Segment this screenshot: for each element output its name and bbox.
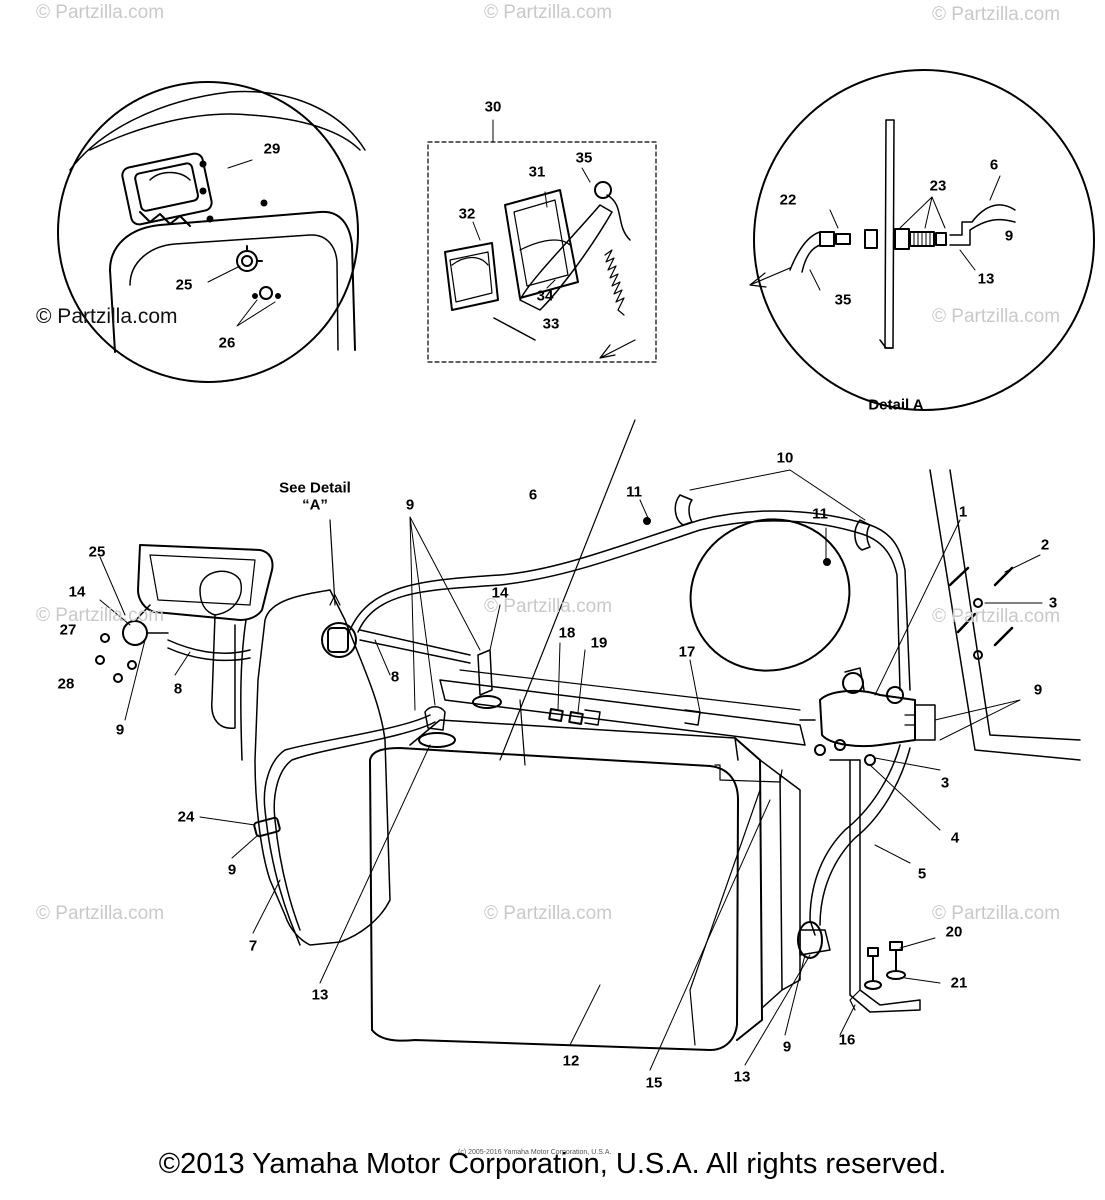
callout-25: 25: [175, 276, 193, 294]
main-assembly: [95, 419, 1081, 1071]
callout-19: 19: [590, 634, 608, 652]
callout-9: 9: [227, 861, 237, 879]
callout-14: 14: [491, 584, 509, 602]
watermark: © Partzilla.com: [484, 2, 613, 23]
callout-24: 24: [177, 808, 195, 826]
callout-9: 9: [115, 721, 125, 739]
callout-35: 35: [575, 149, 593, 167]
callout-27: 27: [59, 621, 77, 639]
watermark: © Partzilla.com: [36, 903, 165, 924]
callout-11: 11: [626, 483, 642, 501]
callout-2: 2: [1040, 536, 1050, 554]
callout-3: 3: [940, 774, 950, 792]
see-detail-label-line1: See Detail: [279, 479, 351, 497]
callout-9: 9: [782, 1038, 792, 1056]
callout-18: 18: [558, 624, 576, 642]
watermark: © Partzilla.com: [36, 2, 165, 23]
callout-29: 29: [263, 140, 281, 158]
watermark: © Partzilla.com: [932, 903, 1061, 924]
watermark: © Partzilla.com: [932, 606, 1061, 627]
callout-16: 16: [838, 1031, 856, 1049]
callout-30: 30: [484, 98, 502, 116]
callout-6: 6: [528, 486, 538, 504]
callout-11: 11: [812, 505, 828, 523]
callout-25: 25: [88, 543, 106, 561]
callout-28: 28: [57, 675, 75, 693]
callout-8: 8: [390, 668, 400, 686]
watermark: © Partzilla.com: [484, 903, 613, 924]
callout-13: 13: [733, 1068, 751, 1086]
callout-3: 3: [1048, 594, 1058, 612]
callout-23: 23: [929, 177, 947, 195]
callout-32: 32: [458, 205, 476, 223]
callout-35: 35: [834, 291, 852, 309]
callout-12: 12: [562, 1052, 580, 1070]
callout-17: 17: [678, 643, 696, 661]
callout-34: 34: [536, 287, 554, 305]
watermark: © Partzilla.com: [932, 306, 1061, 327]
callout-9: 9: [1004, 227, 1014, 245]
callout-26: 26: [218, 334, 236, 352]
fill-cap-detail-circle: [57, 81, 366, 383]
callout-1: 1: [958, 503, 968, 521]
kit-30-box: [427, 119, 657, 363]
callout-9: 9: [1033, 681, 1043, 699]
watermark: © Partzilla.com: [36, 305, 178, 328]
watermark: © Partzilla.com: [484, 596, 613, 617]
callout-22: 22: [779, 191, 797, 209]
callout-10: 10: [776, 449, 794, 467]
watermark: © Partzilla.com: [932, 4, 1061, 25]
callout-6: 6: [989, 156, 999, 174]
callout-14: 14: [68, 583, 86, 601]
callout-7: 7: [248, 937, 258, 955]
callout-4: 4: [950, 829, 960, 847]
callout-13: 13: [311, 986, 329, 1004]
fineprint: (c) 2005-2016 Yamaha Motor Corporation, …: [458, 1149, 612, 1156]
watermark: © Partzilla.com: [36, 605, 165, 626]
callout-33: 33: [542, 315, 560, 333]
detail-a-label: Detail A: [868, 396, 924, 414]
callout-21: 21: [950, 974, 968, 992]
see-detail-label-line2: “A”: [302, 496, 328, 514]
detail-a-circle: [749, 69, 1095, 411]
callout-5: 5: [917, 865, 927, 883]
callout-8: 8: [173, 680, 183, 698]
callout-15: 15: [645, 1074, 663, 1092]
callout-20: 20: [945, 923, 963, 941]
callout-9: 9: [405, 496, 415, 514]
copyright-footer: ©2013 Yamaha Motor Corporation, U.S.A. A…: [158, 1148, 947, 1180]
callout-31: 31: [528, 163, 546, 181]
callout-13: 13: [977, 270, 995, 288]
